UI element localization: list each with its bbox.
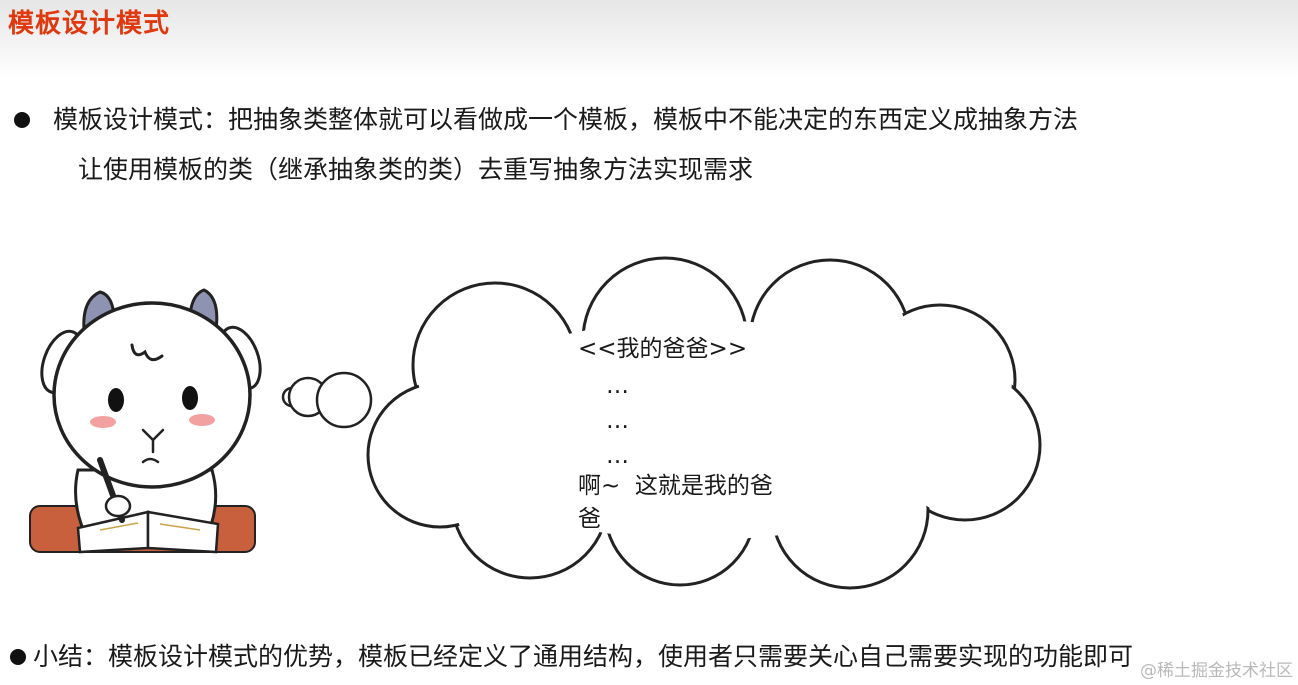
title-band	[0, 0, 1298, 78]
bullet-text-line-2: 让使用模板的类（继承抽象类的类）去重写抽象方法实现需求	[78, 155, 754, 184]
summary-text: 小结：模板设计模式的优势，模板已经定义了通用结构，使用者只需要关心自己需要实现的…	[33, 642, 1134, 671]
bullet-dot	[14, 112, 30, 128]
open-book	[76, 510, 220, 554]
bubble-exclaim-line-1: 啊~ 这就是我的爸	[578, 473, 773, 499]
bubble-exclaim-line-2: 爸	[578, 506, 601, 532]
thought-circles	[281, 371, 373, 429]
watermark: @稀土掘金技术社区	[1140, 661, 1293, 681]
summary-bullet-dot	[10, 649, 26, 665]
bullet-text-line-1: 模板设计模式：把抽象类整体就可以看做成一个模板，模板中不能决定的东西定义成抽象方…	[53, 105, 1079, 134]
bubble-ellipsis-1: …	[606, 373, 629, 399]
bubble-ellipsis-2: …	[606, 408, 629, 434]
bubble-heading: <<我的爸爸>>	[578, 336, 748, 362]
slide-title: 模板设计模式	[8, 9, 171, 39]
pencil	[97, 457, 132, 523]
bubble-ellipsis-3: …	[606, 443, 629, 469]
goat-head	[52, 301, 252, 489]
thought-cloud-fill	[371, 261, 1037, 585]
